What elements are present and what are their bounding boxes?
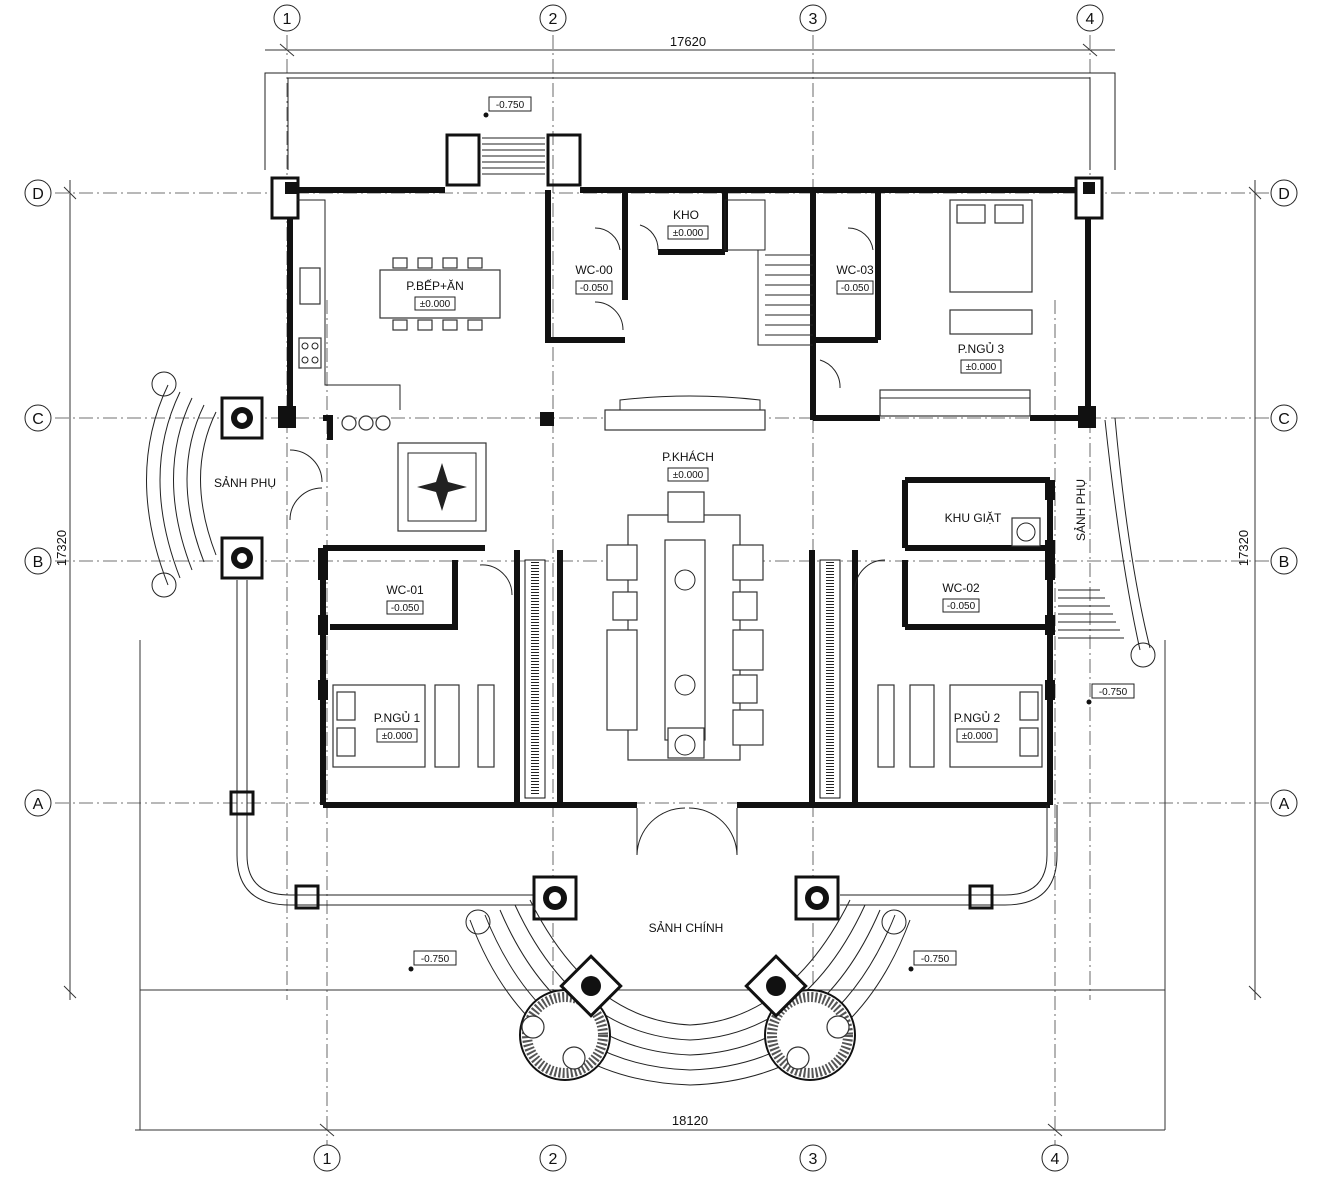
axis-b-left: B: [33, 554, 44, 571]
axis-3-bottom: 3: [809, 1151, 818, 1168]
bed3-level: ±0.000: [966, 362, 997, 373]
storage-level: ±0.000: [673, 228, 704, 239]
interior-walls: [318, 190, 1088, 805]
axis-a-left: A: [33, 796, 44, 813]
front-porch: [229, 580, 1058, 1086]
dimension-lines: 17620 18120 17320 17320: [54, 34, 1262, 1137]
dim-top: 17620: [670, 34, 706, 49]
bed2-level: ±0.000: [962, 731, 993, 742]
dim-right: 17320: [1236, 530, 1251, 566]
wc00-name: WC-00: [575, 263, 613, 277]
room-labels: P.BẾP+ĂN ±0.000 KHO ±0.000 WC-00 -0.050 …: [214, 208, 1088, 935]
dim-bottom: 18120: [672, 1113, 708, 1128]
wc03-level: -0.050: [841, 283, 870, 294]
laundry-furniture: [1011, 517, 1041, 547]
level-markers: -0.750 -0.750 -0.750 -0.750: [408, 96, 1135, 972]
axis-d-left: D: [32, 186, 44, 203]
axis-4-bottom: 4: [1051, 1151, 1060, 1168]
axis-2-top: 2: [549, 11, 558, 28]
rear-terrace: [264, 72, 1116, 187]
axis-c-left: C: [32, 411, 44, 428]
bed1-level: ±0.000: [382, 731, 413, 742]
wc01-level: -0.050: [391, 603, 420, 614]
kitchen-name: P.BẾP+ĂN: [406, 278, 463, 293]
bed3-furniture: [879, 199, 1033, 417]
axis-2-bottom: 2: [549, 1151, 558, 1168]
axis-c-right: C: [1278, 411, 1290, 428]
wc01-name: WC-01: [386, 583, 424, 597]
bed1-name: P.NGỦ 1: [374, 710, 421, 725]
bed3-name: P.NGỦ 3: [958, 341, 1005, 356]
side-hall-right-name: SẢNH PHỤ: [1073, 479, 1088, 541]
laundry-name: KHU GIẶT: [945, 510, 1002, 525]
axis-4-top: 4: [1086, 11, 1095, 28]
living-name: P.KHÁCH: [662, 449, 714, 464]
kitchen-level: ±0.000: [420, 299, 451, 310]
left-side-entrance: [146, 371, 264, 598]
wc00-level: -0.050: [580, 283, 609, 294]
axis-d-right: D: [1278, 186, 1290, 203]
axis-a-right: A: [1279, 796, 1290, 813]
bed2-furniture: [819, 559, 1043, 799]
wc03-name: WC-03: [836, 263, 874, 277]
wc02-name: WC-02: [942, 581, 980, 595]
bed2-name: P.NGỦ 2: [954, 710, 1001, 725]
level-bottom-right: -0.750: [921, 954, 950, 965]
interior-stair: [724, 199, 813, 346]
doors: [289, 224, 886, 856]
side-hall-left-name: SẢNH PHỤ: [214, 475, 276, 490]
axis-markers: 1 2 3 4 1 2 3 4 D C B A D C B A: [24, 4, 1298, 1172]
level-bottom-left: -0.750: [421, 954, 450, 965]
storage-name: KHO: [673, 208, 699, 222]
main-hall-name: SẢNH CHÍNH: [649, 920, 724, 935]
level-right: -0.750: [1099, 687, 1128, 698]
exterior-walls: [270, 176, 1104, 808]
living-furniture: [397, 395, 766, 761]
wc02-level: -0.050: [947, 601, 976, 612]
dim-left: 17320: [54, 530, 69, 566]
kitchen-furniture: [297, 199, 501, 431]
living-level: ±0.000: [673, 470, 704, 481]
rear-stairs: [482, 137, 545, 175]
axis-1-top: 1: [283, 11, 292, 28]
right-side-entrance: [1058, 417, 1156, 668]
level-top: -0.750: [496, 100, 525, 111]
bed1-furniture: [332, 559, 546, 799]
axis-1-bottom: 1: [323, 1151, 332, 1168]
axis-b-right: B: [1279, 554, 1290, 571]
axis-3-top: 3: [809, 11, 818, 28]
